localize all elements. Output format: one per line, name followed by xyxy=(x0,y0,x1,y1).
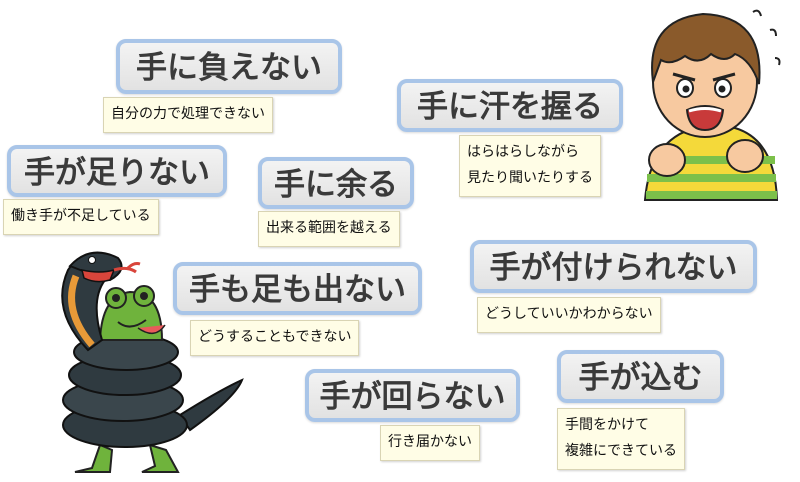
meaning-line: 働き手が不足している xyxy=(11,208,151,224)
meaning-line: 見たり聞いたりする xyxy=(467,169,593,186)
idiom-text: 手が回らない xyxy=(319,379,506,415)
idiom-text: 手に汗を握る xyxy=(417,89,603,125)
meaning-note-te-ga-mawaranai: 行き届かない xyxy=(380,425,480,461)
meaning-line: 自分の力で処理できない xyxy=(111,106,265,122)
anxious-boy-illustration xyxy=(643,9,781,201)
idiom-text: 手に負えない xyxy=(136,50,322,86)
idiom-card-te-mo-ashi-mo-denai: 手も足も出ない xyxy=(173,262,422,315)
meaning-line: どうすることもできない xyxy=(198,329,352,345)
idiom-card-te-ni-amaru: 手に余る xyxy=(258,157,414,209)
snake-frog-illustration xyxy=(61,251,244,473)
idiom-text: 手が足りない xyxy=(24,155,210,191)
meaning-note-te-ni-oenai: 自分の力で処理できない xyxy=(103,97,273,133)
idiom-text: 手が付けられない xyxy=(489,250,738,286)
meaning-note-te-ga-tsukerarenai: どうしていいかわからない xyxy=(477,297,661,333)
meaning-note-te-ni-ase-wo-nigiru: はらはらしながら 見たり聞いたりする xyxy=(459,135,601,197)
meaning-note-te-ga-tarinai: 働き手が不足している xyxy=(3,199,159,235)
idiom-text: 手も足も出ない xyxy=(189,272,406,308)
meaning-line: はらはらしながら xyxy=(467,144,579,160)
meaning-line: 行き届かない xyxy=(388,434,472,450)
meaning-line: 出来る範囲を越える xyxy=(266,220,392,236)
meaning-note-te-ga-komu: 手間をかけて 複雑にできている xyxy=(557,408,685,470)
meaning-line: どうしていいかわからない xyxy=(485,306,653,322)
idiom-text: 手が込む xyxy=(578,360,703,396)
meaning-line: 複雑にできている xyxy=(565,442,677,459)
meaning-line: 手間をかけて xyxy=(565,417,649,433)
meaning-note-te-ni-amaru: 出来る範囲を越える xyxy=(258,211,400,247)
idiom-card-te-ga-tsukerarenai: 手が付けられない xyxy=(470,240,757,293)
idiom-card-te-ni-ase-wo-nigiru: 手に汗を握る xyxy=(397,79,623,132)
idiom-text: 手に余る xyxy=(274,167,398,203)
idiom-card-te-ga-mawaranai: 手が回らない xyxy=(305,369,520,422)
idiom-card-te-ga-komu: 手が込む xyxy=(557,350,724,403)
meaning-note-te-mo-ashi-mo-denai: どうすることもできない xyxy=(190,320,360,356)
idiom-card-te-ni-oenai: 手に負えない xyxy=(116,39,342,94)
idiom-card-te-ga-tarinai: 手が足りない xyxy=(7,145,227,197)
